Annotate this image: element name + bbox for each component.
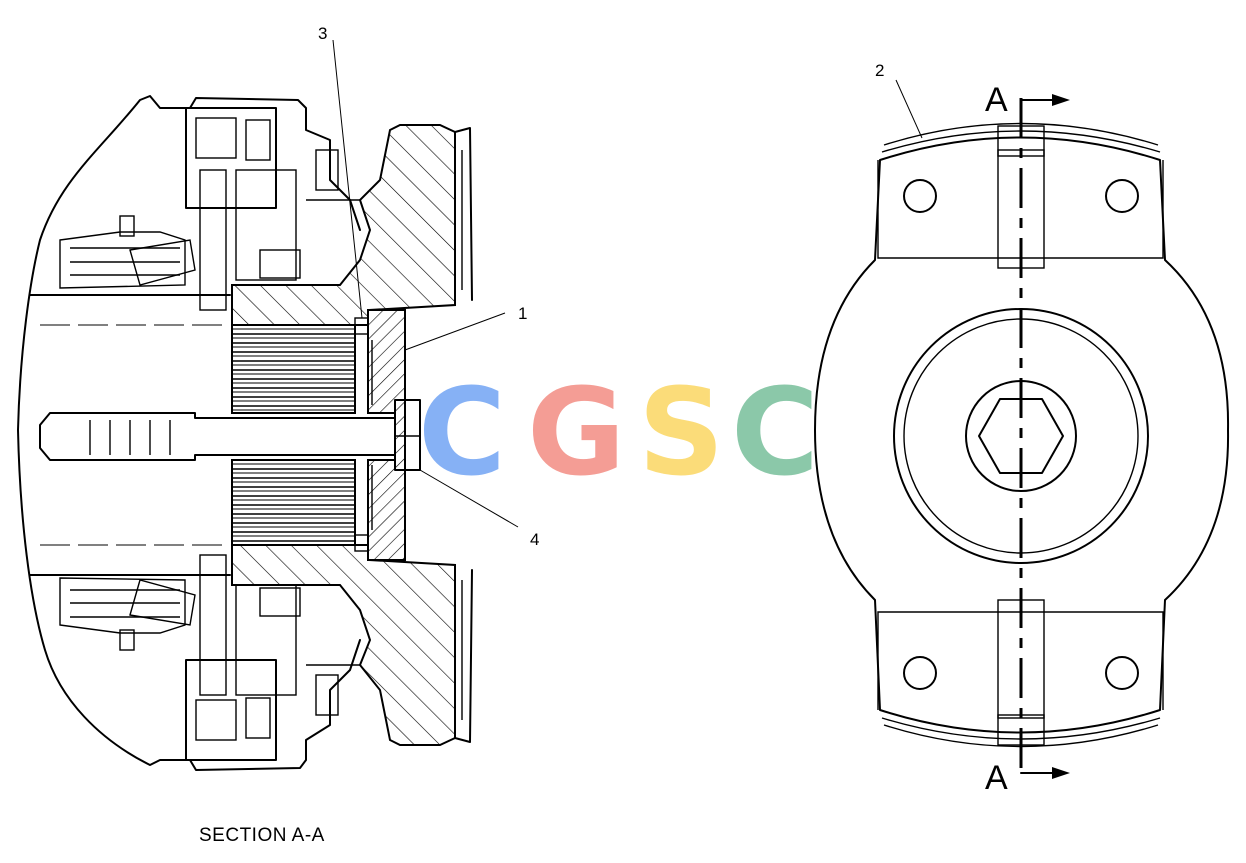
retainer-plate: [367, 309, 406, 561]
watermark-letter-4: C: [731, 364, 819, 503]
retaining-bolt: [39, 399, 421, 471]
bolt-hole-top-right: [1105, 179, 1139, 213]
upper-bearing-block: [185, 107, 277, 209]
spline-lower: [231, 459, 356, 546]
section-view: 1 3 4 SECTION A-A: [17, 24, 539, 846]
yoke-body-outline: [814, 136, 1230, 734]
leader-2: [895, 79, 923, 139]
yoke-lower-section: [231, 544, 456, 746]
watermark-letter-3: S: [638, 364, 724, 503]
leader-3: [332, 39, 363, 319]
lower-bearing-block: [185, 659, 277, 761]
watermark: C G S C: [418, 364, 819, 503]
callout-4: 4: [530, 530, 539, 549]
watermark-letter-1: C: [418, 364, 506, 503]
callout-1: 1: [518, 304, 527, 323]
leader-1: [404, 312, 506, 351]
section-letter-top: A: [985, 81, 1008, 119]
watermark-letter-2: G: [527, 364, 626, 503]
bolt-hole-bottom-right: [1105, 656, 1139, 690]
bolt-hole-top-left: [903, 179, 937, 213]
section-letter-bottom: A: [985, 759, 1008, 797]
yoke-upper-section: [231, 124, 456, 326]
housing-outline: [17, 95, 361, 771]
callout-2: 2: [875, 61, 884, 80]
leader-4: [419, 469, 519, 528]
section-caption: SECTION A-A: [199, 825, 325, 846]
bolt-hole-bottom-left: [903, 656, 937, 690]
spline-upper: [231, 324, 356, 414]
hex-bolt-head: [978, 398, 1064, 474]
callout-3: 3: [318, 24, 327, 43]
end-view: A A 2: [814, 61, 1230, 797]
